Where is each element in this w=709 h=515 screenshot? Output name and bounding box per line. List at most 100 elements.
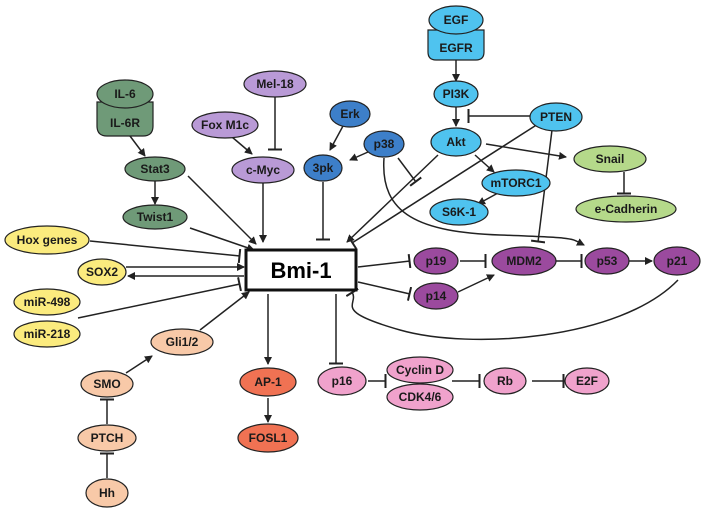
cmyc-label: c-Myc bbox=[246, 163, 280, 177]
pten-label: PTEN bbox=[540, 110, 572, 124]
nodes: IL-6 IL-6R Stat3 Twist1 Mel-18 Fox M1c c… bbox=[4, 5, 701, 508]
hox-node: Hox genes bbox=[4, 225, 90, 255]
pi3k-node: PI3K bbox=[433, 80, 479, 108]
akt-label: Akt bbox=[446, 135, 465, 149]
stat3-node: Stat3 bbox=[124, 156, 186, 182]
gli-node: Gli1/2 bbox=[150, 328, 214, 356]
p14-node: p14 bbox=[413, 282, 459, 310]
fosl1-label: FOSL1 bbox=[249, 431, 288, 445]
twist1-label: Twist1 bbox=[137, 210, 174, 224]
pi3k-label: PI3K bbox=[443, 87, 470, 101]
mir218-node: miR-218 bbox=[13, 320, 81, 348]
cdk46-label: CDK4/6 bbox=[399, 390, 442, 404]
foxm1c-node: Fox M1c bbox=[191, 111, 259, 139]
edge-smo-gli bbox=[125, 355, 153, 374]
egf-receptor: EGF EGFR bbox=[427, 5, 485, 61]
ecadherin-node: e-Cadherin bbox=[575, 195, 677, 223]
il6-receptor: IL-6 IL-6R bbox=[96, 79, 154, 137]
edge-p38-3pk bbox=[349, 151, 369, 161]
bmi1-box: Bmi-1 bbox=[244, 248, 358, 292]
mel18-label: Mel-18 bbox=[256, 77, 294, 91]
cyclind-label: Cyclin D bbox=[396, 363, 444, 377]
stat3-label: Stat3 bbox=[140, 162, 170, 176]
edge-foxm1c-cmyc bbox=[231, 136, 253, 155]
fosl1-node: FOSL1 bbox=[237, 423, 299, 453]
smo-label: SMO bbox=[93, 377, 120, 391]
edge-gli-bmi1 bbox=[199, 291, 250, 331]
s6k1-node: S6K-1 bbox=[429, 198, 489, 226]
egf-label: EGF bbox=[444, 13, 469, 27]
edge-mir-bmi1 bbox=[77, 277, 242, 319]
sox2-node: SOX2 bbox=[77, 258, 127, 286]
p21-label: p21 bbox=[667, 254, 688, 268]
p21-node: p21 bbox=[653, 246, 701, 276]
edge-pten-bmi1 bbox=[347, 123, 539, 250]
rb-node: Rb bbox=[483, 367, 527, 395]
edge-bmi1-p19 bbox=[357, 253, 412, 269]
pten-node: PTEN bbox=[529, 102, 583, 132]
p38-label: p38 bbox=[374, 137, 395, 151]
mtorc1-node: mTORC1 bbox=[481, 169, 551, 197]
snail-node: Snail bbox=[573, 145, 647, 173]
edge-mtorc1-s6k1 bbox=[477, 192, 499, 205]
cyclind-node: Cyclin D bbox=[386, 356, 454, 384]
egfr-label: EGFR bbox=[439, 41, 473, 55]
sox2-label: SOX2 bbox=[86, 265, 118, 279]
edge-bmi1-p14 bbox=[357, 281, 413, 301]
ap1-node: AP-1 bbox=[239, 367, 297, 397]
erk-label: Erk bbox=[340, 107, 360, 121]
edge-akt-mtorc1 bbox=[474, 154, 495, 173]
edge-hox-bmi1 bbox=[89, 240, 242, 264]
mdm2-label: MDM2 bbox=[506, 254, 542, 268]
edge-p38-p53 bbox=[383, 157, 585, 246]
edge-twist1-bmi1 bbox=[189, 227, 255, 252]
akt-node: Akt bbox=[430, 127, 482, 157]
ecadherin-label: e-Cadherin bbox=[595, 202, 658, 216]
il6r-label: IL-6R bbox=[110, 116, 140, 130]
hh-node: Hh bbox=[85, 478, 129, 508]
hox-label: Hox genes bbox=[17, 233, 78, 247]
edge-akt-snail bbox=[485, 143, 567, 160]
rb-label: Rb bbox=[497, 374, 513, 388]
erk-node: Erk bbox=[329, 100, 371, 128]
ptch-label: PTCH bbox=[91, 431, 124, 445]
edge-p21-bmi1 bbox=[345, 279, 679, 341]
gli-label: Gli1/2 bbox=[166, 335, 199, 349]
cdk46-node: CDK4/6 bbox=[386, 383, 454, 411]
p16-label: p16 bbox=[332, 374, 353, 388]
ptch-node: PTCH bbox=[77, 424, 137, 452]
edge-erk-3pk bbox=[329, 125, 344, 151]
p19-node: p19 bbox=[413, 247, 459, 275]
mdm2-node: MDM2 bbox=[491, 246, 557, 276]
threepk-node: 3pk bbox=[303, 154, 343, 182]
p14-label: p14 bbox=[426, 289, 447, 303]
il6-label: IL-6 bbox=[114, 87, 136, 101]
p19-label: p19 bbox=[426, 254, 447, 268]
threepk-label: 3pk bbox=[313, 161, 334, 175]
snail-label: Snail bbox=[596, 152, 625, 166]
e2f-label: E2F bbox=[576, 374, 598, 388]
e2f-node: E2F bbox=[564, 367, 610, 395]
p53-label: p53 bbox=[597, 254, 618, 268]
edge-stat3-bmi1 bbox=[187, 175, 257, 245]
p53-node: p53 bbox=[584, 247, 630, 275]
mir218-label: miR-218 bbox=[24, 327, 71, 341]
ap1-label: AP-1 bbox=[254, 375, 282, 389]
cmyc-node: c-Myc bbox=[231, 156, 295, 184]
mir498-node: miR-498 bbox=[13, 288, 81, 316]
hh-label: Hh bbox=[99, 486, 115, 500]
edge-akt-bmi1 bbox=[346, 154, 439, 243]
s6k1-label: S6K-1 bbox=[442, 205, 476, 219]
smo-node: SMO bbox=[80, 370, 134, 398]
edge-il6r-stat3 bbox=[129, 135, 146, 157]
mel18-node: Mel-18 bbox=[243, 70, 307, 98]
twist1-node: Twist1 bbox=[122, 204, 188, 230]
mir498-label: miR-498 bbox=[24, 295, 71, 309]
edge-p14-mdm2 bbox=[457, 274, 495, 293]
p38-node: p38 bbox=[363, 130, 405, 158]
foxm1c-label: Fox M1c bbox=[201, 118, 249, 132]
bmi1-label: Bmi-1 bbox=[270, 258, 331, 283]
mtorc1-label: mTORC1 bbox=[490, 176, 541, 190]
